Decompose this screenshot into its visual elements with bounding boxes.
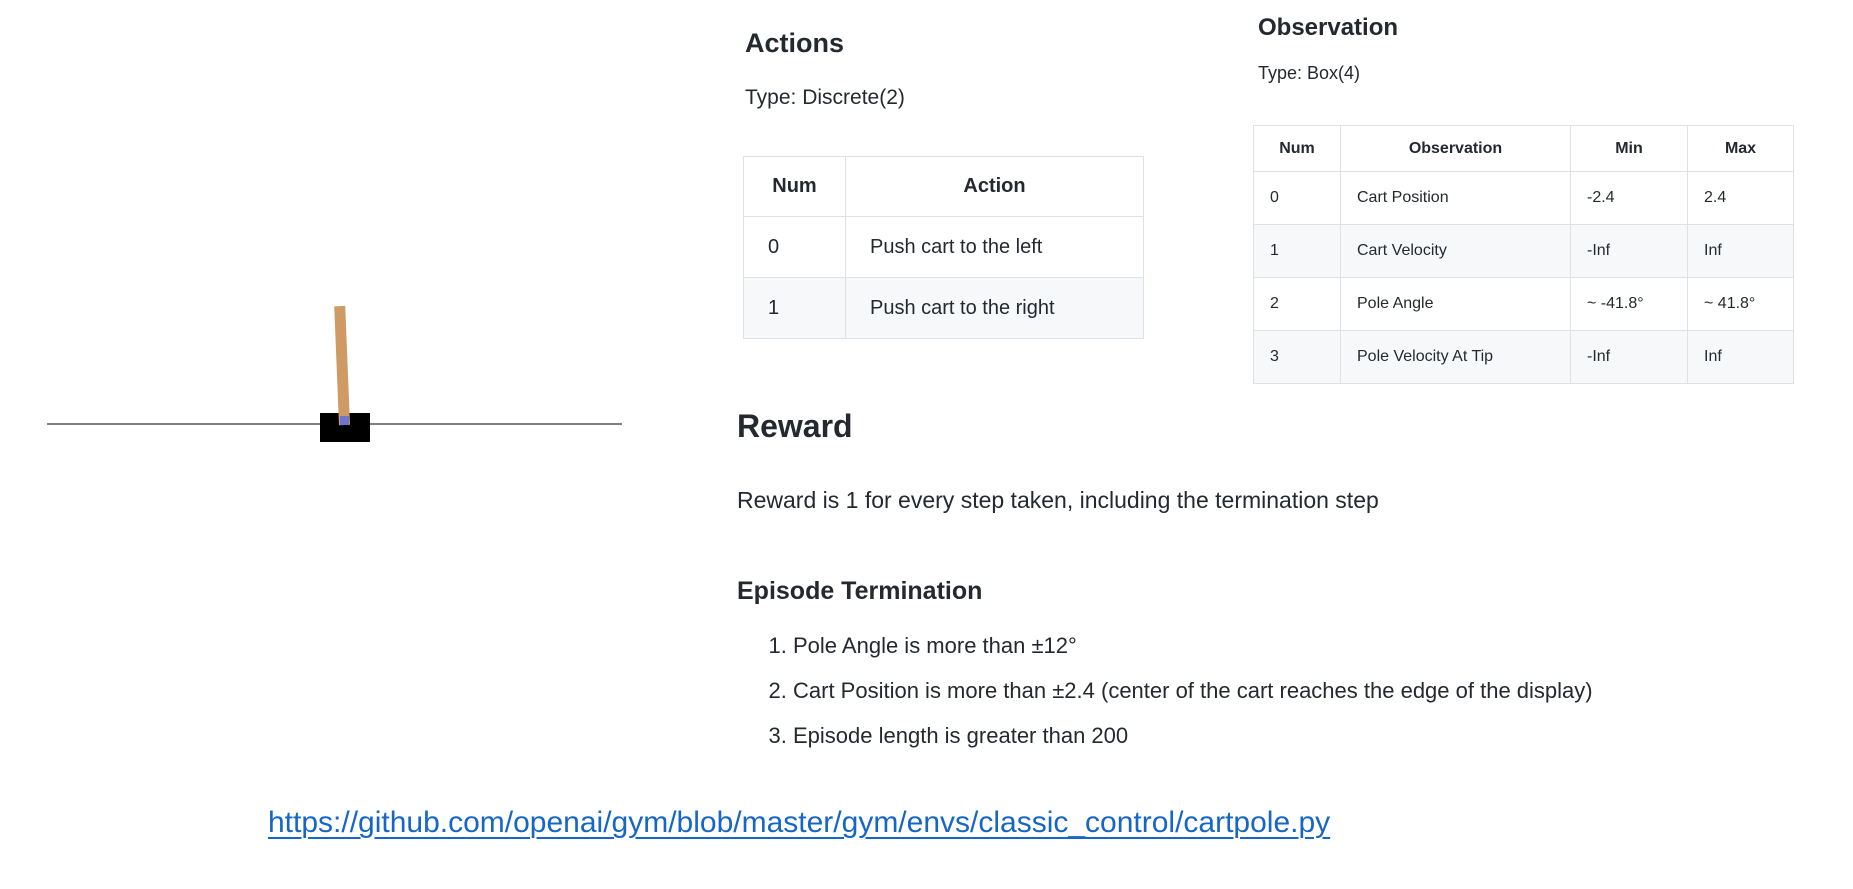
episode-termination-heading: Episode Termination [737, 577, 983, 605]
observation-type-label: Type: Box(4) [1258, 63, 1361, 83]
table-row: 3 Pole Velocity At Tip -Inf Inf [1253, 330, 1794, 384]
observation-table: Num Observation Min Max 0 Cart Position … [1253, 125, 1794, 384]
observation-heading: Observation [1258, 14, 1399, 41]
table-cell: 0 [1253, 171, 1341, 225]
list-item: Pole Angle is more than ±12° [793, 632, 1593, 660]
episode-termination-list: Pole Angle is more than ±12° Cart Positi… [737, 632, 1593, 767]
github-source-link[interactable]: https://github.com/openai/gym/blob/maste… [268, 806, 1331, 839]
table-cell: Inf [1687, 224, 1794, 278]
observation-header-max: Max [1687, 125, 1794, 172]
cartpole-axle [340, 416, 349, 425]
cartpole-render [47, 305, 622, 442]
table-cell: 2.4 [1687, 171, 1794, 225]
table-row: 1 Push cart to the right [743, 277, 1144, 339]
observation-header-observation: Observation [1340, 125, 1571, 172]
actions-table-header-row: Num Action [743, 156, 1144, 217]
table-cell: ~ -41.8° [1570, 277, 1688, 331]
reward-heading: Reward [737, 408, 853, 444]
table-row: 1 Cart Velocity -Inf Inf [1253, 224, 1794, 278]
actions-header-num: Num [743, 156, 846, 217]
table-cell: Push cart to the right [845, 277, 1144, 339]
table-row: 0 Push cart to the left [743, 216, 1144, 278]
observation-table-header-row: Num Observation Min Max [1253, 125, 1794, 172]
table-cell: -2.4 [1570, 171, 1688, 225]
actions-type-label: Type: Discrete(2) [745, 86, 905, 109]
cartpole-pole [334, 305, 350, 426]
table-cell: 0 [743, 216, 846, 278]
table-cell: 1 [1253, 224, 1341, 278]
table-cell: Cart Velocity [1340, 224, 1571, 278]
observation-header-min: Min [1570, 125, 1688, 172]
table-cell: Pole Angle [1340, 277, 1571, 331]
actions-heading: Actions [745, 28, 845, 58]
list-item: Episode length is greater than 200 [793, 722, 1593, 750]
table-cell: Pole Velocity At Tip [1340, 330, 1571, 384]
table-cell: 1 [743, 277, 846, 339]
table-cell: -Inf [1570, 330, 1688, 384]
table-cell: -Inf [1570, 224, 1688, 278]
table-cell: ~ 41.8° [1687, 277, 1794, 331]
table-cell: Push cart to the left [845, 216, 1144, 278]
table-row: 0 Cart Position -2.4 2.4 [1253, 171, 1794, 225]
reward-description: Reward is 1 for every step taken, includ… [737, 487, 1379, 513]
table-cell: 3 [1253, 330, 1341, 384]
observation-header-num: Num [1253, 125, 1341, 172]
list-item: Cart Position is more than ±2.4 (center … [793, 677, 1593, 705]
actions-header-action: Action [845, 156, 1144, 217]
table-cell: Inf [1687, 330, 1794, 384]
table-row: 2 Pole Angle ~ -41.8° ~ 41.8° [1253, 277, 1794, 331]
table-cell: 2 [1253, 277, 1341, 331]
table-cell: Cart Position [1340, 171, 1571, 225]
actions-table: Num Action 0 Push cart to the left 1 Pus… [743, 156, 1144, 339]
